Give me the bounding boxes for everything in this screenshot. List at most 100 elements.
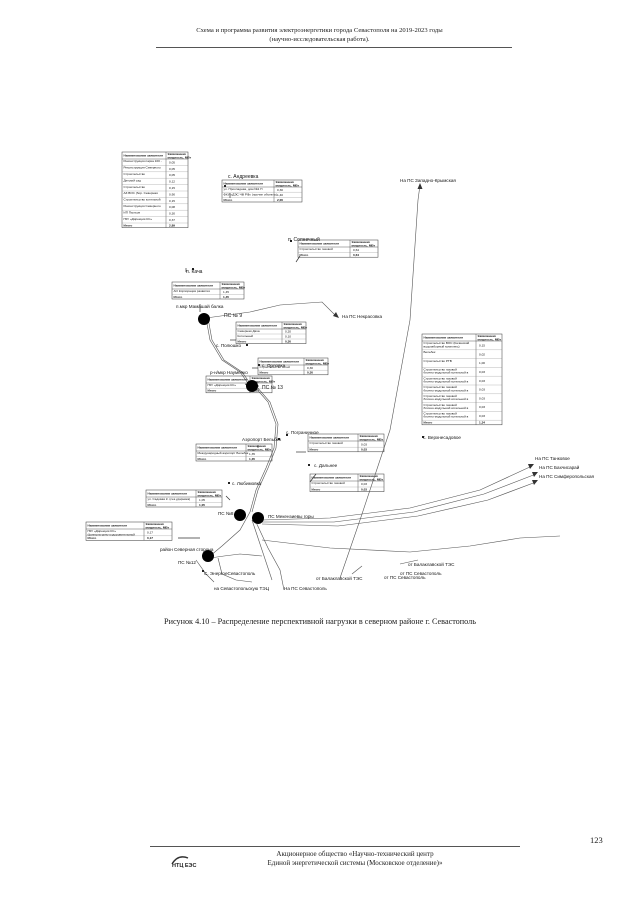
label-bahchisaray: На ПС Бахчисарай bbox=[539, 464, 580, 470]
table-total-value: 2,00 bbox=[277, 198, 283, 202]
table-header-power: Заявленная bbox=[478, 334, 496, 338]
arrow-nikrasovka bbox=[333, 312, 339, 318]
line-mek-east bbox=[261, 465, 533, 521]
table-cell-name: ГБУ «Дирекция КС» bbox=[124, 217, 153, 221]
table-header-power: мощность, МВт bbox=[360, 477, 384, 481]
label-ps13: ПС № 13 bbox=[262, 385, 283, 391]
table-total-value: 1,34 bbox=[479, 421, 485, 425]
table-header-name: Наименование заявителя bbox=[148, 491, 188, 495]
label-pogranichnoe: с. Пограничное bbox=[286, 430, 319, 435]
line-mek-east-3 bbox=[261, 481, 537, 527]
table-frame bbox=[221, 179, 303, 203]
arrow-zapadno bbox=[417, 183, 423, 189]
table-cell-name: Строительство ВОС (Качинский bbox=[424, 341, 470, 345]
label-rayon-severnoy: район Северная сторона bbox=[160, 546, 214, 552]
table-cell-power: 0,03 bbox=[361, 482, 367, 486]
marker-orlovka bbox=[258, 364, 260, 366]
table-header-power: Заявленная bbox=[252, 376, 270, 380]
table-cell-name: блочно-модульной котельной в bbox=[424, 406, 469, 410]
table-cell-power: 0,03 bbox=[479, 396, 485, 400]
table-cell-name: Строительство газовой bbox=[312, 481, 346, 485]
table-cell-power: 0,05 bbox=[169, 173, 175, 177]
label-tankovoe: На ПС Танковое bbox=[535, 456, 570, 461]
table-cell-name: Северная Дача bbox=[238, 329, 260, 333]
table-cell-power: 1,35 bbox=[249, 452, 255, 456]
table-cell-name: Строительство газовой bbox=[310, 441, 344, 445]
marker-solnechny bbox=[290, 240, 292, 242]
table-cell-power: 0,08 bbox=[169, 205, 175, 209]
table-total-label: Итого bbox=[208, 389, 217, 393]
table-total-label: Итого bbox=[424, 421, 433, 425]
table-cell-name: Строительство РТВ bbox=[424, 359, 452, 363]
arrow-bahchisaray bbox=[532, 472, 538, 477]
arrow-simferopol bbox=[532, 480, 538, 485]
label-mamashay: п.мкр Мамашай балка bbox=[176, 303, 224, 309]
table-header-power: мощность, МВт bbox=[352, 243, 376, 247]
label-ot-balak2: от Балаклавской ТЭС bbox=[408, 561, 455, 567]
table-cell-power: 0,03 bbox=[479, 388, 485, 392]
label-lyubimovka: с. Любимовка bbox=[232, 481, 262, 486]
table-header-power: Заявленная bbox=[276, 180, 294, 184]
company-logo: НТЦ ЕЭС bbox=[171, 856, 196, 869]
table-header-power: Заявленная bbox=[360, 474, 378, 478]
line-ps8-ps12 bbox=[209, 511, 251, 557]
substation-psmek bbox=[252, 512, 264, 524]
table-cell-power: 1,40 bbox=[277, 193, 283, 197]
table-cell-power: 0,15 bbox=[479, 344, 485, 348]
table-cell-power: 0,30 bbox=[307, 366, 313, 370]
line-zapadno bbox=[339, 184, 421, 579]
table-cell-power: 0,12 bbox=[169, 180, 175, 184]
table-total-label: Итого bbox=[224, 198, 233, 202]
marker-dalnee bbox=[308, 464, 310, 466]
table-cell-name: (физкультурно-оздоровительный bbox=[88, 532, 136, 536]
line-ps9-ps13a bbox=[205, 317, 251, 387]
table-header-power: мощность, МВт bbox=[198, 493, 222, 497]
footer-line-2: Единой энергетической системы (Московско… bbox=[267, 858, 443, 867]
table-header-power: мощность, МВт bbox=[248, 447, 272, 451]
document-header: Схема и программа развития электроэнерге… bbox=[60, 27, 579, 44]
table-cell-power: 0,30 bbox=[277, 188, 283, 192]
table-cell-name: Котельный bbox=[238, 334, 254, 338]
place-markers bbox=[192, 185, 424, 572]
table-header-power: Заявленная bbox=[198, 490, 216, 494]
table-header-name: Наименование заявителя bbox=[88, 523, 128, 527]
label-verhnesadovoe: с. Верхнесадовое bbox=[423, 435, 461, 440]
table-frame bbox=[121, 151, 189, 228]
table-total-value: 0,03 bbox=[361, 487, 367, 491]
label-solnechny: п. Солнечный bbox=[288, 236, 320, 243]
table-total-value: 0,03 bbox=[361, 448, 367, 452]
table-cell-power: 0,37 bbox=[169, 218, 175, 222]
line-mek-east-2 bbox=[262, 473, 537, 523]
table-cell-power: 1,00 bbox=[479, 361, 485, 365]
substation-ps9 bbox=[198, 313, 210, 325]
table-cell-power: 0,03 bbox=[479, 414, 485, 418]
table-cell-name: Строительство газовой bbox=[424, 385, 458, 389]
table-header-power: Заявленная bbox=[168, 152, 186, 156]
table-cell-name: Детский сад bbox=[124, 178, 142, 182]
table-total-value: 1,45 bbox=[223, 295, 229, 299]
table-header-power: Заявленная bbox=[248, 444, 266, 448]
line-ps12-local-2 bbox=[217, 557, 253, 583]
table-cell-name: Реконструкция Северного bbox=[124, 204, 162, 208]
marker-verhnesadovoe bbox=[422, 436, 424, 438]
logo-text: НТЦ ЕЭС bbox=[172, 863, 196, 869]
table-header-power: мощность, МВт bbox=[168, 155, 192, 159]
table-header-name: Наименование заявителя bbox=[174, 283, 214, 287]
table-cell-name: Строительство газовой bbox=[424, 394, 458, 398]
label-polyushko: с. Полюшко bbox=[216, 343, 241, 348]
table-cell-name: Международный аэропорт Бельбек bbox=[198, 451, 249, 455]
table-header-name: Наименование заявителя bbox=[310, 435, 350, 439]
table-total-label: Итого bbox=[198, 457, 207, 461]
table-cell-power: 0,03 bbox=[479, 379, 485, 383]
header-divider bbox=[156, 47, 512, 48]
map-labels: с. Андреевка п. Солнечный п. Кача п.мкр … bbox=[160, 174, 595, 591]
footer: Акционерное общество «Научно-технический… bbox=[230, 850, 480, 867]
table-header-power: Заявленная bbox=[352, 240, 370, 244]
table-header-power: Заявленная bbox=[284, 322, 302, 326]
label-na-sevastopol: На ПС Севастополь bbox=[284, 586, 327, 591]
table-header-power: мощность, МВт bbox=[360, 437, 384, 441]
